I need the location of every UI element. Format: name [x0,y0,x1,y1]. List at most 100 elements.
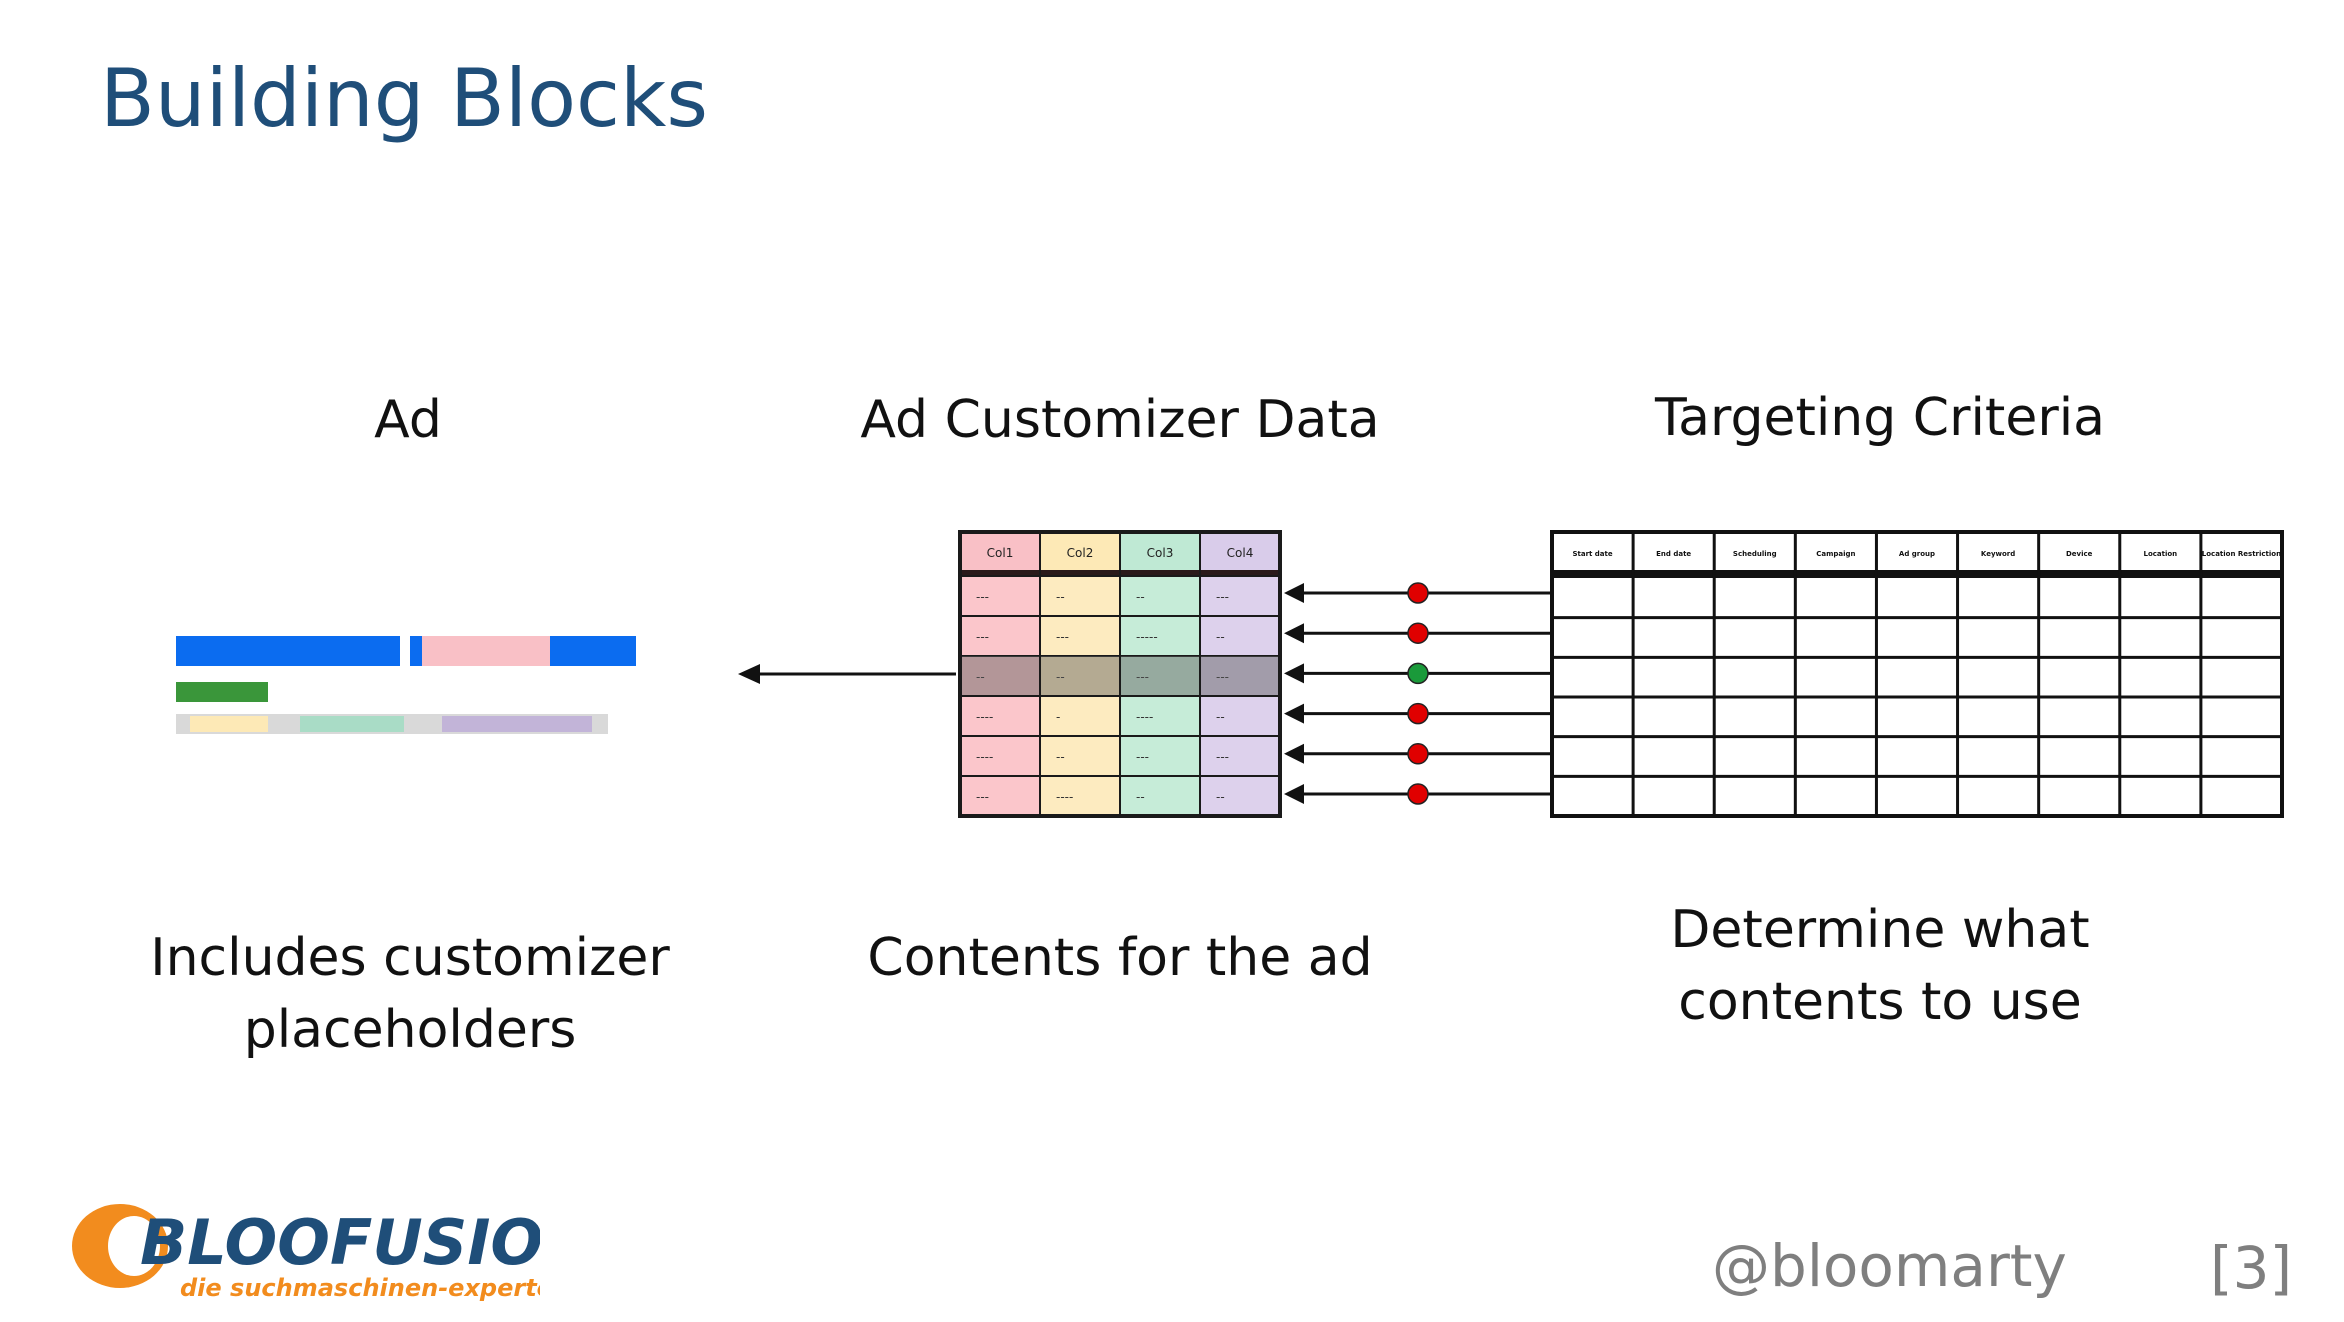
customizer-cell [1039,775,1121,817]
customizer-cell [1039,575,1121,617]
connector-arrow [1284,783,1552,805]
customizer-cell [959,735,1041,777]
ad-placeholder-purple [442,716,592,732]
customizer-cell-text: -- [1216,630,1225,644]
customizer-cell [1039,615,1121,657]
ad-placeholder-yellow [190,716,268,732]
connector-arrow [1284,622,1552,644]
connector-arrow [1284,702,1552,725]
customizer-cell-text: -- [1136,590,1145,604]
ad-placeholder-green [300,716,404,732]
no-match-dot [1407,622,1429,644]
targeting-header-label: Device [2066,550,2093,558]
customizer-cell [959,695,1041,737]
caption-targeting-line1: Determine what [1670,900,2090,960]
customizer-cell-text: --- [1216,750,1229,764]
customizer-cell-text: ---- [976,750,993,764]
customizer-cell [1199,575,1281,617]
logo-brand: BLOOFUSION [140,1206,540,1279]
customizer-cell-text: ---- [976,710,993,724]
customizer-cell-text: -- [1216,790,1225,804]
customizer-cell [1199,695,1281,737]
customizer-cell-text: ----- [1136,630,1158,644]
customizer-header-label: Col2 [1067,546,1094,560]
customizer-cell [1199,615,1281,657]
customizer-cell-text: -- [976,670,985,684]
targeting-header-label: Keyword [1981,550,2015,558]
customizer-cell [959,615,1041,657]
no-match-dot [1407,743,1429,765]
targeting-header-rule [1552,570,2282,578]
customizer-cell-text: ---- [1136,710,1153,724]
caption-ad: Includes customizer placeholders [130,922,690,1066]
ad-url-bar [176,682,268,702]
customizer-cell [1119,695,1201,737]
customizer-cell-text: --- [1216,590,1229,604]
bloofusion-logo: BLOOFUSION die suchmaschinen-experten [60,1196,595,1306]
customizer-header-label: Col3 [1147,546,1174,560]
targeting-header-label: Start date [1572,550,1612,558]
customizer-cell [959,655,1041,697]
connector-arrow [1284,743,1552,765]
customizer-cell-text: --- [976,590,989,604]
customizer-cell [1119,615,1201,657]
connectors [1284,582,1552,805]
customizer-cell-text: -- [1056,590,1065,604]
customizer-cell-text: ---- [1056,790,1073,804]
page-number: [3] [2210,1234,2293,1302]
arrow-to-ad [738,664,956,684]
ad-preview [176,636,646,746]
customizer-cell-text: -- [1056,670,1065,684]
connector-arrow [1284,662,1552,685]
customizer-cell-text: --- [976,790,989,804]
caption-customizer-line1: Contents for the ad [867,928,1373,988]
ad-headline-placeholder [422,636,550,666]
customizer-header-cell [960,532,1040,570]
ad-headline-bar-right [550,636,636,666]
caption-ad-line2: placeholders [243,1000,577,1060]
customizer-cell [1119,655,1201,697]
customizer-cell-text: --- [1136,750,1149,764]
customizer-cell [1119,775,1201,817]
ad-headline-bar-left [176,636,400,666]
customizer-cell [1199,775,1281,817]
heading-ad-customizer-data: Ad Customizer Data [860,390,1380,450]
customizer-cell [1039,735,1121,777]
customizer-header-cell [1200,532,1280,570]
caption-targeting: Determine what contents to use [1580,894,2180,1038]
twitter-handle: @bloomarty [1712,1232,2067,1300]
customizer-cell [1119,735,1201,777]
customizer-table-border [958,530,1282,818]
caption-targeting-line2: contents to use [1678,972,2082,1032]
caption-customizer: Contents for the ad [820,922,1420,994]
targeting-table: Start date End date Scheduling Campaign Ad g… [1550,530,2284,818]
targeting-table-border [1550,530,2284,818]
customizer-cell-text: --- [1216,670,1229,684]
targeting-header-label: End date [1656,550,1691,558]
customizer-cell-text: -- [1136,790,1145,804]
heading-targeting-criteria: Targeting Criteria [1654,388,2106,448]
no-match-dot [1407,582,1429,604]
connector-arrow [1284,582,1552,604]
caption-ad-line1: Includes customizer [150,928,670,988]
targeting-header-label: Ad group [1899,550,1935,558]
targeting-header-label: Scheduling [1733,550,1777,558]
customizer-header-cell [1120,532,1200,570]
customizer-cell [959,775,1041,817]
customizer-cell-text: - [1056,710,1060,724]
customizer-cell-text: --- [1056,630,1069,644]
match-dot [1407,662,1429,685]
customizer-header-label: Col1 [987,546,1014,560]
targeting-header-label: Location Restriction [2202,550,2281,558]
no-match-dot [1407,783,1429,805]
customizer-cell-text: -- [1056,750,1065,764]
customizer-cell [959,575,1041,617]
customizer-cell [1119,575,1201,617]
targeting-header-label: Campaign [1816,550,1855,558]
customizer-cell-text: --- [1136,670,1149,684]
ad-headline-bar-mid [410,636,422,666]
slide-title: Building Blocks [100,52,709,145]
customizer-cell-text: --- [976,630,989,644]
